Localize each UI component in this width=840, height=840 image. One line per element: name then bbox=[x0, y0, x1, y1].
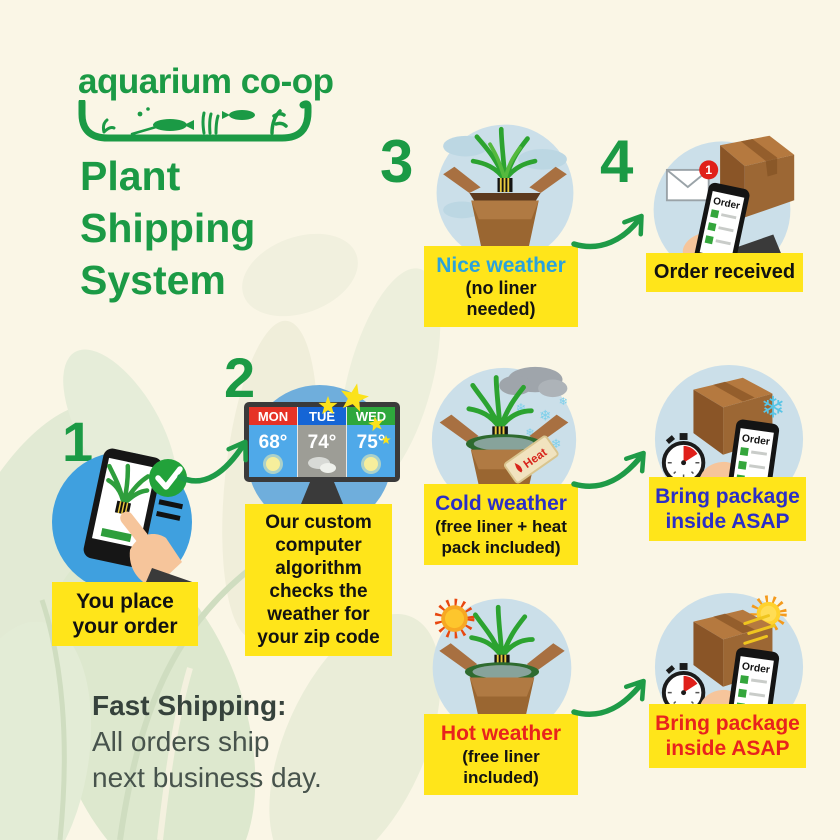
hot-weather-title: Hot weather bbox=[440, 722, 562, 745]
hot-weather-illustration bbox=[432, 598, 572, 738]
cold-weather-sub-1: (free liner + heat bbox=[435, 517, 567, 536]
speed-lines-icon bbox=[743, 614, 776, 645]
check-icon bbox=[149, 459, 187, 497]
svg-text:1: 1 bbox=[705, 163, 712, 177]
step-4-number: 4 bbox=[600, 128, 634, 195]
title-line-1: Plant bbox=[80, 153, 181, 199]
svg-text:74°: 74° bbox=[308, 432, 337, 453]
forecast-day-mon: MON 68° bbox=[249, 407, 297, 477]
label-nice-weather: Nice weather (no liner needed) bbox=[424, 246, 578, 327]
caption-line: checks the bbox=[269, 581, 368, 602]
svg-text:❄: ❄ bbox=[516, 401, 527, 416]
caption-line: your zip code bbox=[257, 627, 380, 648]
label-cold-bring-inside: Bring package inside ASAP bbox=[649, 477, 806, 541]
brand-logo-tank-icon bbox=[78, 100, 312, 142]
open-box-icon bbox=[443, 166, 567, 253]
label-order-received: Order received bbox=[646, 253, 803, 292]
forecast-day-wed: WED 75° bbox=[347, 407, 395, 477]
step4-order-received-illustration: 1 Order bbox=[653, 135, 795, 281]
svg-text:❄: ❄ bbox=[525, 426, 534, 439]
plant-icon bbox=[470, 126, 538, 193]
title-line-2: Shipping bbox=[80, 205, 256, 251]
hot-outcome-line-2: inside ASAP bbox=[665, 737, 790, 760]
snowflake-icon: ❄ bbox=[761, 390, 786, 424]
svg-text:WED: WED bbox=[356, 409, 386, 424]
label-algorithm-caption: Our custom computer algorithm checks the… bbox=[245, 504, 392, 656]
place-order-line-1: You place bbox=[76, 590, 174, 613]
label-hot-weather: Hot weather (free liner included) bbox=[424, 714, 578, 795]
checklist-icon bbox=[704, 209, 737, 246]
hot-weather-sub: (free liner included) bbox=[462, 747, 540, 787]
svg-text:❄: ❄ bbox=[539, 408, 551, 425]
snowflakes-icon: ❄❄ ❄❄ ❄ bbox=[516, 395, 568, 451]
place-order-line-2: your order bbox=[72, 615, 178, 638]
weather-monitor-icon: MON 68° TUE 74° WED 75° bbox=[244, 383, 400, 514]
svg-text:TUE: TUE bbox=[309, 409, 335, 424]
step-3-number: 3 bbox=[380, 128, 414, 195]
svg-text:MON: MON bbox=[258, 409, 288, 424]
label-you-place-order: You place your order bbox=[52, 582, 198, 646]
cold-outcome-line-1: Bring package bbox=[655, 485, 800, 508]
cold-weather-title: Cold weather bbox=[435, 492, 567, 515]
notification-badge bbox=[699, 160, 719, 180]
svg-text:Order: Order bbox=[741, 433, 770, 448]
page-title: Plant Shipping System bbox=[80, 150, 255, 306]
cold-outcome-line-2: inside ASAP bbox=[665, 510, 790, 533]
svg-text:❄: ❄ bbox=[551, 436, 562, 451]
fast-shipping-line-1: All orders ship bbox=[92, 726, 270, 757]
forecast-day-tue: TUE 74° bbox=[298, 407, 346, 477]
snow-cloud-icon bbox=[499, 366, 568, 398]
cold-weather-sub-2: pack included) bbox=[441, 538, 561, 557]
brand-logo-text: aquarium co-op bbox=[78, 62, 334, 101]
nice-weather-sub: (no liner needed) bbox=[465, 278, 537, 319]
svg-text:Order: Order bbox=[741, 661, 770, 676]
step3-nice-weather-illustration bbox=[436, 124, 574, 262]
caption-line: Our custom bbox=[265, 512, 372, 533]
order-phone-icon: Order bbox=[694, 182, 750, 268]
plant-on-screen-icon bbox=[106, 463, 151, 516]
caption-line: weather for bbox=[267, 604, 370, 625]
svg-text:75°: 75° bbox=[357, 432, 386, 453]
fast-shipping-line-2: next business day. bbox=[92, 762, 322, 793]
step1-place-order-illustration bbox=[52, 448, 198, 602]
fast-shipping-heading: Fast Shipping: bbox=[92, 690, 287, 721]
svg-text:❄: ❄ bbox=[559, 395, 568, 408]
nice-weather-title: Nice weather bbox=[436, 254, 566, 277]
sky-clouds-icon bbox=[443, 135, 567, 219]
title-line-3: System bbox=[80, 257, 226, 303]
caption-line: computer bbox=[275, 535, 362, 556]
fast-shipping-note: Fast Shipping: All orders ship next busi… bbox=[92, 688, 322, 796]
clouds-icon bbox=[308, 457, 336, 473]
sun-icon bbox=[434, 598, 475, 639]
hot-outcome-line-1: Bring package bbox=[655, 712, 800, 735]
cold-weather-illustration: ❄❄ ❄❄ ❄ Heat bbox=[431, 366, 577, 513]
step-1-number: 1 bbox=[62, 410, 94, 473]
open-box-with-liner-icon bbox=[439, 643, 565, 729]
envelope-icon: 1 bbox=[665, 160, 719, 202]
label-hot-bring-inside: Bring package inside ASAP bbox=[649, 704, 806, 768]
caption-line: algorithm bbox=[275, 558, 362, 579]
svg-text:68°: 68° bbox=[259, 432, 288, 453]
step-2-number: 2 bbox=[224, 346, 256, 409]
order-received-text: Order received bbox=[653, 261, 796, 283]
sparkle-stars-icon bbox=[318, 383, 391, 445]
label-cold-weather: Cold weather (free liner + heat pack inc… bbox=[424, 484, 578, 565]
